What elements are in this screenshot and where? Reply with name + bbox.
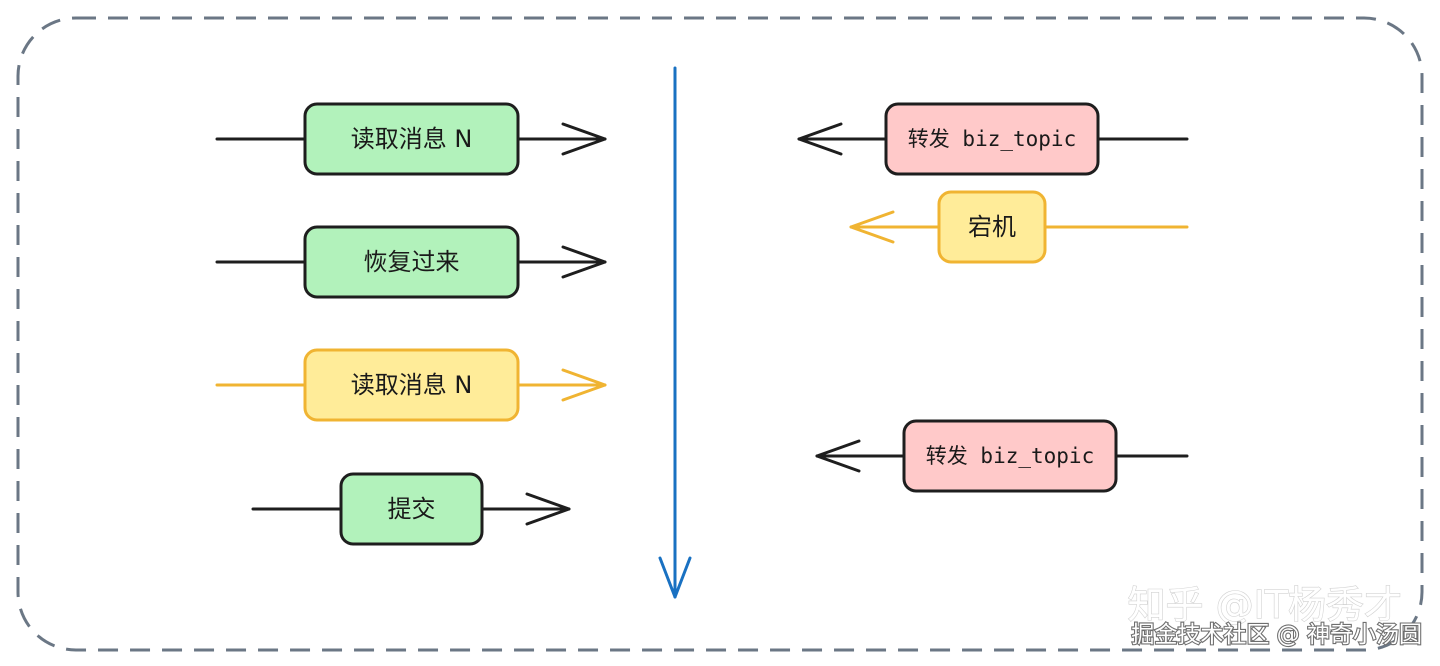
timeline-arrow (658, 66, 692, 599)
flow-forward-biz-topic-1: 转发 biz_topic (797, 102, 1189, 176)
arrow-head (815, 439, 861, 473)
flow-read-message-n-2: 读取消息 N (215, 348, 607, 422)
flow-commit: 提交 (251, 472, 571, 546)
node-label-forward-2: 转发 biz_topic (926, 444, 1094, 468)
flow-forward-biz-topic-2: 转发 biz_topic (815, 419, 1189, 493)
arrow-head (561, 122, 607, 156)
arrow-head (525, 492, 571, 526)
node-label-forward-1: 转发 biz_topic (908, 127, 1076, 151)
node-box (303, 225, 520, 299)
node-label-commit: 提交 (388, 495, 436, 523)
node-box (884, 102, 1100, 176)
flow-read-message-n-1: 读取消息 N (215, 102, 607, 176)
node-box (339, 472, 484, 546)
arrow-head (797, 122, 843, 156)
flow-recovered: 恢复过来 (215, 225, 607, 299)
arrow-head (561, 245, 607, 279)
arrow-head (561, 368, 607, 402)
node-label-read-n-2: 读取消息 N (351, 371, 473, 399)
node-label-read-n-1: 读取消息 N (351, 125, 473, 153)
dashed-frame (16, 16, 1424, 652)
node-box (303, 348, 520, 422)
node-label-recovered: 恢复过来 (364, 248, 460, 276)
arrow-head (849, 210, 895, 244)
node-box (937, 190, 1047, 264)
flow-crash: 宕机 (849, 190, 1189, 264)
node-label-crash: 宕机 (968, 213, 1016, 241)
watermark-juejin: 掘金技术社区 @ 神奇小汤圆 (1131, 622, 1422, 648)
watermark-zhihu: 知乎 @IT杨秀才 (1128, 583, 1403, 627)
node-box (303, 102, 520, 176)
node-box (902, 419, 1118, 493)
